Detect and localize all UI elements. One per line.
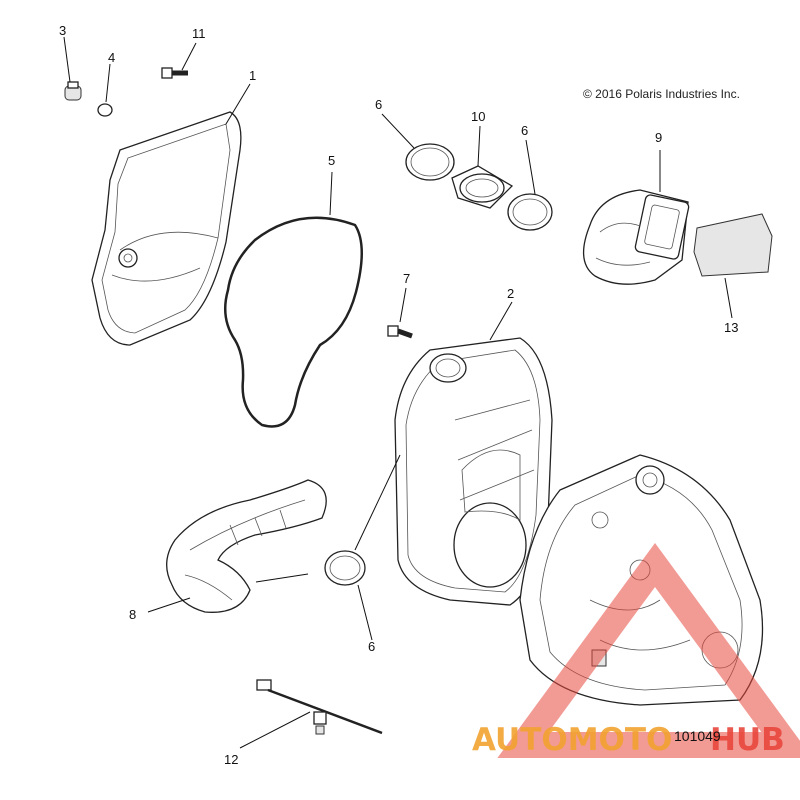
part-2-inner-cover bbox=[394, 337, 553, 606]
callout-12: 12 bbox=[224, 752, 238, 767]
part-6-clamp-upper bbox=[405, 143, 455, 181]
callout-8: 8 bbox=[129, 607, 136, 622]
leader-lines bbox=[63, 36, 733, 749]
part-5-gasket bbox=[223, 216, 363, 428]
callout-6-upper: 6 bbox=[375, 97, 382, 112]
part-11-bolt bbox=[161, 67, 188, 79]
part-13-duct-cover bbox=[693, 213, 773, 277]
callout-1: 1 bbox=[249, 68, 256, 83]
callout-7: 7 bbox=[403, 271, 410, 286]
part-1-outer-cover bbox=[91, 111, 242, 346]
watermark-text-hub: HUB bbox=[710, 722, 785, 758]
part-10-boot bbox=[451, 165, 514, 209]
callout-11: 11 bbox=[192, 26, 206, 41]
part-12-harness-strap bbox=[256, 679, 383, 735]
part-6-clamp-lower bbox=[324, 550, 366, 586]
watermark-text-automoto: AUTOMOTO bbox=[472, 722, 672, 758]
copyright-text: © 2016 Polaris Industries Inc. bbox=[583, 87, 740, 101]
part-7-bolt bbox=[387, 325, 413, 339]
callout-3: 3 bbox=[59, 23, 66, 38]
callout-10: 10 bbox=[471, 109, 485, 124]
diagram-code: 101049 bbox=[674, 728, 721, 744]
callout-6-mid: 6 bbox=[521, 123, 528, 138]
callout-2: 2 bbox=[507, 286, 514, 301]
callout-13: 13 bbox=[724, 320, 738, 335]
automotohub-watermark: AUTOMOTO HUB bbox=[472, 543, 800, 758]
part-9-intake-duct bbox=[583, 189, 690, 285]
callout-5: 5 bbox=[328, 153, 335, 168]
callout-6-lower: 6 bbox=[368, 639, 375, 654]
part-3-plug bbox=[64, 81, 82, 101]
part-4-oring bbox=[97, 103, 113, 117]
part-8-hose bbox=[166, 479, 327, 613]
part-6-clamp-mid bbox=[507, 193, 553, 231]
callout-9: 9 bbox=[655, 130, 662, 145]
callout-4: 4 bbox=[108, 50, 115, 65]
